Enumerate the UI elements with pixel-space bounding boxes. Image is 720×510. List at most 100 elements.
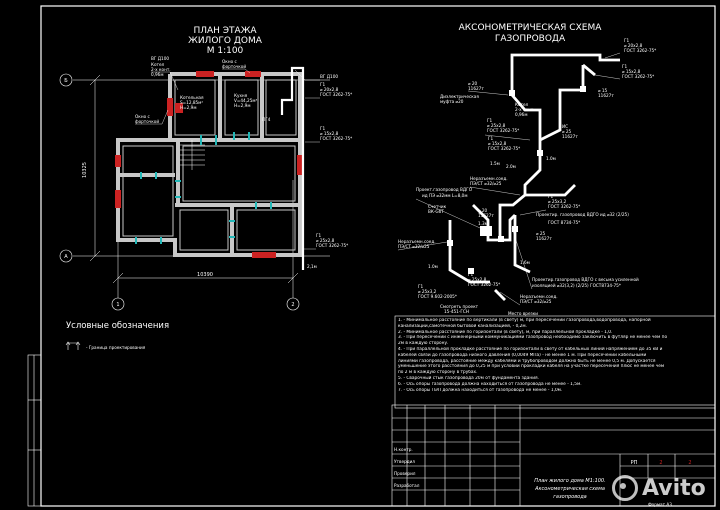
title-block-text: Н.контр. Утвердил Проверил Разработал РП…: [394, 447, 692, 507]
tb-format: Формат А3: [648, 502, 672, 507]
plan-labels: ВГ Д100 Котел 2-х конт. 0,96м Окно с фор…: [135, 56, 352, 269]
axon-is-2: ⌀ 25: [562, 129, 572, 134]
label-kuhnya-1: Кухня: [234, 93, 248, 98]
axon-g1-25x3-4: ГОСТ 8734-75*: [548, 220, 580, 225]
axon-d25-1: ⌀ 25: [536, 231, 546, 236]
building-walls: [116, 72, 302, 257]
axon-dim-1: 1.0м: [546, 156, 556, 161]
label-kotel-1: Котел: [151, 62, 165, 67]
axon-title-line1: АКСОНОМЕТРИЧЕСКАЯ СХЕМА: [459, 23, 603, 33]
note-line: уменьшение этого расстояния до 0,25 м пр…: [398, 364, 665, 370]
axon-fittings: [447, 86, 586, 274]
axon-g1-15-3: ГОСТ 3262-75*: [622, 74, 654, 79]
note-line: 3. - При пересечении с инженерными комму…: [398, 335, 668, 341]
label-kotelnaya-2: S=12,85м²: [180, 100, 203, 105]
tb-sheets: 2: [688, 460, 691, 466]
note-line: 4. - При параллельной прокладке расстоян…: [398, 346, 663, 352]
axon-title-line2: ГАЗОПРОВОДА: [495, 34, 566, 44]
axon-schetchik-1: Счетчик: [428, 204, 447, 209]
label-g1-top-1: Г1: [320, 82, 326, 87]
axon-g1-25x32-1: Г1: [418, 284, 424, 289]
tb-desc-1: План жилого дома М1:100.: [534, 478, 605, 484]
tb-row-razrabotal: Разработал: [394, 483, 420, 488]
plan-leaders: [135, 68, 320, 250]
axis-label-a: А: [64, 254, 68, 260]
axon-g1-20-2: ⌀ 20х2,8: [624, 43, 643, 48]
label-vg-d100-right: ВГ Д100: [320, 74, 338, 79]
plan-gas-pipe: [280, 66, 305, 270]
axon-g1-25x3-3: ГОСТ 3262-75*: [548, 204, 580, 209]
axon-g1-20-3: ГОСТ 3262-75*: [624, 48, 656, 53]
axon-dim-5: 2.0м: [506, 164, 516, 169]
label-vg-d100: ВГ Д100: [151, 56, 169, 61]
label-g1-mid-3: ГОСТ 3262-75*: [320, 136, 352, 141]
axon-dim-2: 1.5м: [490, 161, 500, 166]
axon-g1-25-1: Г1: [487, 118, 493, 123]
label-2-1m: 2,1м: [307, 264, 317, 269]
label-kotel-2: 2-х конт.: [151, 67, 171, 72]
axon-is-1: ИС: [562, 124, 568, 129]
note-line: 1. - Минимальное расстояние по вертикали…: [398, 318, 651, 323]
label-g1-mid-2: ⌀ 15х2,8: [320, 131, 339, 136]
axon-schetchik-2: ВК-G6Т: [428, 209, 444, 214]
label-kuhnya-3: H=2,9м: [234, 103, 250, 108]
note-line: линиями газопровода, расстояние между ка…: [398, 358, 656, 364]
windows-red: [115, 71, 303, 258]
axon-d20-mid-1: ⌀ 20: [478, 208, 488, 213]
tb-desc-3: газопровода: [553, 494, 586, 500]
axon-dim-4: 1.3м: [478, 221, 488, 226]
axon-d20-top-2: 11627т: [468, 86, 484, 91]
label-okno-left-1: Окно с: [135, 114, 150, 119]
note-line: 2м в каждую сторону.: [398, 341, 449, 347]
axon-g1-15b-2: ⌀ 15х2,8: [488, 141, 507, 146]
axon-proekt-vdgo-1: Проект.газопровод ВДГО: [416, 187, 473, 192]
axon-kotel-3: 0,96м: [515, 112, 527, 117]
axis-label-b: Б: [64, 78, 68, 84]
label-okno-left-2: форточкой: [135, 119, 159, 124]
plan-axes: [73, 74, 330, 298]
axis-label-2: 2: [291, 302, 294, 308]
axon-d15-1: ⌀ 15: [598, 88, 608, 93]
axis-markers: Б А 1 2 10325 10390: [59, 73, 300, 311]
axon-g1-25x28-2: ⌀ 25х2,8: [468, 277, 487, 282]
note-line: кабелей связи до газопровода низкого дав…: [398, 352, 647, 358]
axon-smotret-2: 15-451-ГСН: [444, 309, 469, 314]
legend-title: Условные обозначения: [66, 321, 169, 331]
tb-stage: РП: [631, 460, 638, 466]
axon-labels: Г1 ⌀ 20х2,8 ГОСТ 3262-75* Г1 ⌀ 15х2,8 ГО…: [398, 38, 656, 316]
axon-g1-15-1: Г1: [622, 64, 628, 69]
tb-row-utverdil: Утвердил: [394, 459, 415, 464]
axon-g1-25x28-1: Г1: [468, 272, 474, 277]
sheet-frame: [40, 5, 716, 507]
axon-g1-25-3: ГОСТ 3262-75*: [487, 128, 519, 133]
dim-vertical: 10325: [82, 162, 88, 178]
axon-g1-25x3-2: ⌀ 25х3,2: [548, 199, 567, 204]
note-line: канализации,самотечной бытовой канализац…: [398, 323, 528, 329]
axon-g1-15-2: ⌀ 15х2,8: [622, 69, 641, 74]
label-g1-top-3: ГОСТ 3262-75*: [320, 92, 352, 97]
note-line: 6. - Ось опоры газопровода должна находи…: [398, 381, 582, 387]
axon-nerazem-2b: ПЭ/СТ ⌀32/⌀25: [398, 244, 430, 249]
doors-cyan: [135, 132, 272, 244]
axon-nerazem-3a: Неразъемн.соед.: [520, 294, 558, 299]
axon-d20-top-1: ⌀ 20: [468, 81, 478, 86]
label-kuhnya-2: V=44,25м³: [234, 98, 258, 103]
axon-mufta-1: Диэлектрическая: [440, 94, 479, 99]
title-block: [391, 404, 716, 507]
label-okno-top-1: Окно с: [222, 59, 237, 64]
axon-g1-25-2: ⌀ 25х2,8: [487, 123, 506, 128]
axon-g1-25x32-3: ГОСТ 9.602-2005*: [418, 294, 457, 299]
axon-nerazem-1b: ПЭ/СТ ⌀32/⌀25: [470, 181, 502, 186]
label-kotelnaya-3: H=2,9м: [180, 105, 196, 110]
plan-title: ПЛАН ЭТАЖА ЖИЛОГО ДОМА М 1:100: [188, 26, 263, 56]
axis-label-1: 1: [116, 302, 119, 308]
dim-horizontal: 10390: [197, 272, 213, 278]
legend-item-boundary: - Граница проектирования: [86, 345, 146, 350]
label-okno-top-2: форточкой: [222, 64, 246, 69]
axon-smotret-1: Смотреть проект: [440, 304, 479, 309]
note-line: 2. - Минимальное расстояние по горизонта…: [398, 329, 613, 335]
axon-usilennaya-1: Проектир.газопровод ВДГО с весьма усилен…: [532, 277, 639, 282]
label-g1-top-2: ⌀ 20х2,8: [320, 87, 339, 92]
avito-watermark: Avito: [612, 470, 716, 506]
